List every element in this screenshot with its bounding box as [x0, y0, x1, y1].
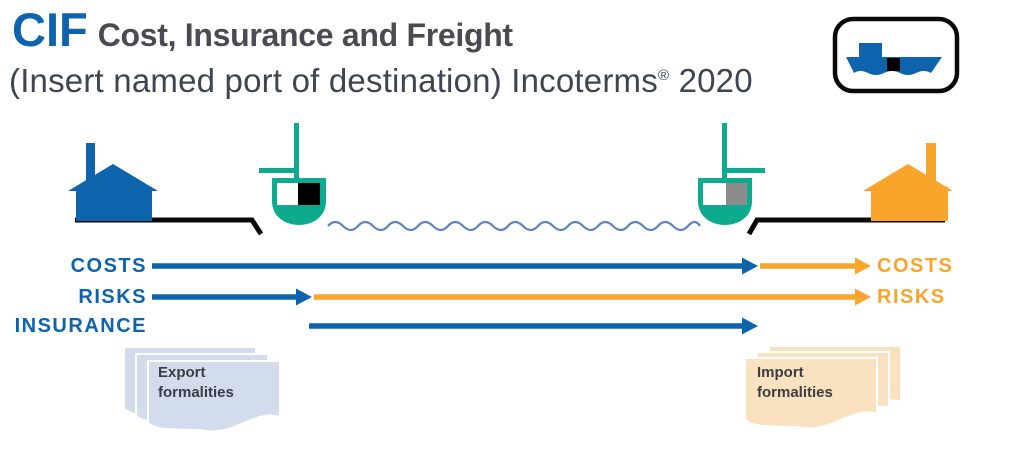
factory-roof: [68, 164, 158, 191]
costs-seller-arrowhead: [742, 257, 758, 275]
seller-quay-line: [75, 217, 264, 236]
seller-risks-label: RISKS: [78, 286, 147, 308]
warehouse-chimney: [926, 143, 936, 191]
costs-arrow-buyer: [760, 257, 871, 275]
import-formalities-docs: [744, 345, 902, 430]
risks-arrow-seller: [152, 288, 312, 306]
incoterm-acronym: CIF: [12, 3, 88, 56]
hold-open: [277, 183, 298, 205]
warehouse-roof: [863, 164, 953, 191]
doc-sheet-front: [744, 357, 878, 430]
crane-arm: [727, 168, 765, 173]
subtitle-year: 2020: [669, 62, 753, 99]
destination-port-vessel-icon: [698, 123, 765, 225]
risks-seller-arrowhead: [296, 288, 312, 306]
doc-sheet-front: [147, 360, 281, 433]
unloading-container-gray: [726, 183, 747, 205]
loaded-container-black: [298, 183, 320, 205]
buyer-quay-line: [746, 217, 945, 236]
export-formalities-docs: [123, 346, 281, 433]
import-formalities-label: Import formalities: [757, 364, 833, 401]
costs-buyer-arrowhead: [855, 257, 871, 275]
crane-mast: [722, 123, 727, 181]
export-formalities-label: Export formalities: [158, 364, 234, 401]
incoterm-name: Cost, Insurance and Freight: [97, 17, 513, 53]
sea-transport-badge: [831, 14, 963, 98]
cargo-ship-icon: [832, 16, 960, 94]
buyer-risks-label: RISKS: [877, 286, 946, 308]
subtitle-text: (Insert named port of destination) Incot…: [9, 62, 658, 99]
crane-mast: [294, 123, 299, 181]
seller-costs-label: COSTS: [70, 255, 147, 277]
badge-border: [832, 16, 960, 94]
risks-buyer-arrowhead: [855, 288, 871, 306]
factory-chimney: [86, 143, 95, 191]
registered-trademark-symbol: ®: [657, 67, 670, 84]
seller-premises-icon: [68, 143, 158, 221]
sea-wave-line: [327, 220, 701, 232]
buyer-costs-label: COSTS: [877, 255, 954, 277]
hold-open: [703, 183, 726, 205]
insurance-arrowhead: [742, 317, 758, 335]
insurance-arrow: [309, 317, 758, 335]
seller-insurance-label: INSURANCE: [14, 315, 147, 337]
warehouse-body: [871, 187, 948, 221]
buyer-premises-icon: [863, 143, 953, 221]
factory-body: [76, 187, 152, 221]
costs-arrow-seller: [152, 257, 758, 275]
ship-container: [887, 58, 900, 71]
origin-port-vessel-icon: [259, 123, 326, 225]
incoterm-subtitle: (Insert named port of destination) Incot…: [9, 62, 753, 100]
risks-arrow-buyer: [314, 288, 871, 306]
ship-superstructure: [859, 43, 882, 58]
crane-arm: [259, 168, 297, 173]
